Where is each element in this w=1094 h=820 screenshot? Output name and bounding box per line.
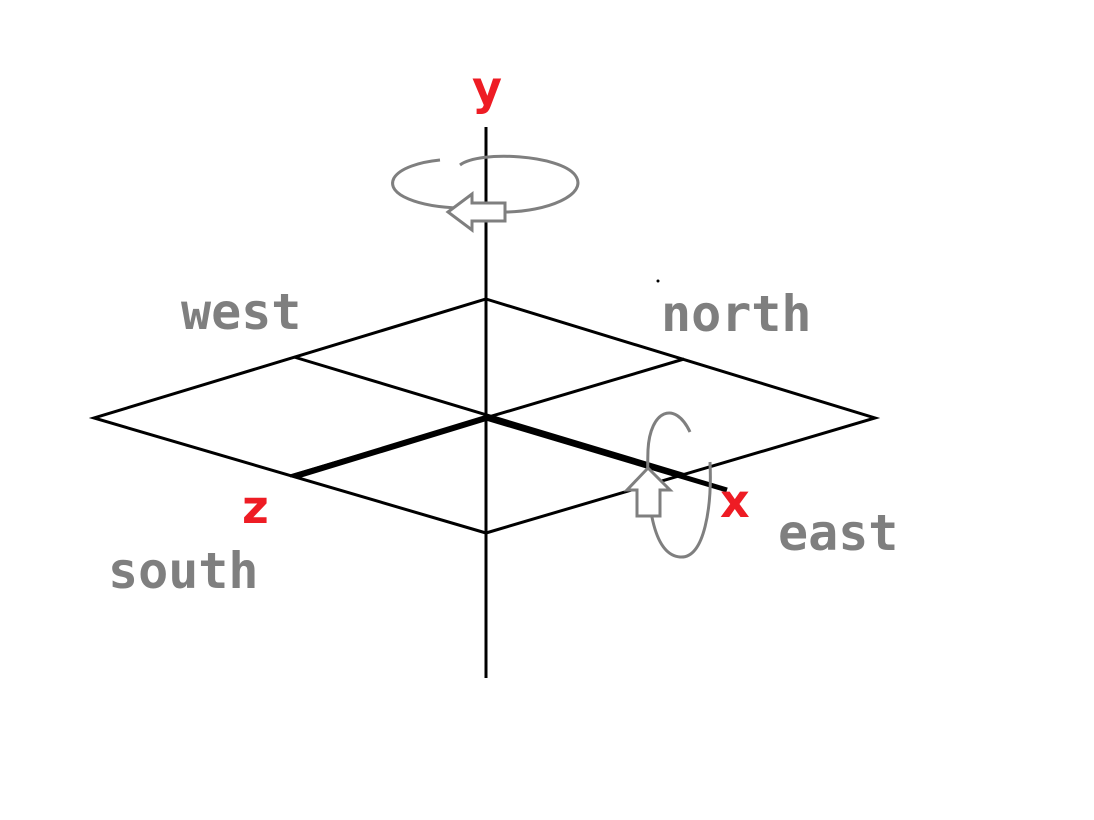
y-axis-label: y bbox=[472, 61, 502, 115]
x-axis-line bbox=[485, 415, 728, 493]
south-label: south bbox=[108, 542, 259, 600]
y-rotation-arrowhead bbox=[445, 191, 507, 233]
y-rotation-arrow-icon bbox=[391, 154, 580, 233]
west-label: west bbox=[181, 283, 301, 341]
stray-dot bbox=[656, 279, 660, 283]
x-rotation-arrowhead bbox=[623, 465, 674, 518]
x-axis-label: x bbox=[720, 474, 750, 528]
x-rotation-arrow-icon bbox=[623, 411, 712, 559]
z-axis-label: z bbox=[242, 480, 269, 534]
z-axis-line bbox=[295, 415, 487, 479]
north-label: north bbox=[661, 285, 812, 343]
east-label: east bbox=[778, 504, 898, 562]
